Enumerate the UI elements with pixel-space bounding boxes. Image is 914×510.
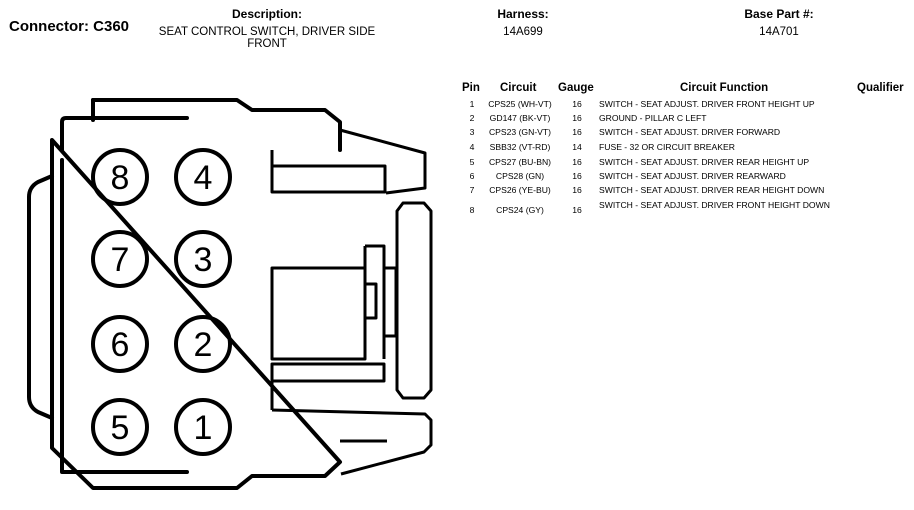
pin-cavity-4 — [174, 148, 232, 206]
harness-label: Harness: — [497, 7, 549, 21]
pin-label-6: 6 — [111, 326, 130, 364]
pin-cavity-2 — [174, 315, 232, 373]
cell-circuit: CPS25 (WH-VT) — [488, 99, 552, 109]
cell-function: GROUND - PILLAR C LEFT — [599, 113, 707, 123]
pin-cavity-1 — [174, 398, 232, 456]
pin-cavity-3 — [174, 230, 232, 288]
cell-circuit: CPS24 (GY) — [496, 205, 544, 215]
cell-pin: 5 — [469, 157, 475, 167]
cell-gauge: 16 — [572, 185, 582, 195]
cell-gauge: 16 — [572, 127, 582, 137]
latch-center-stem — [363, 244, 386, 359]
cell-circuit: CPS26 (YE-BU) — [489, 185, 551, 195]
pin-cavity-7 — [91, 230, 149, 288]
cell-circuit: CPS23 (GN-VT) — [488, 127, 552, 137]
cell-gauge: 16 — [572, 157, 582, 167]
column-header-function: Circuit Function — [680, 82, 769, 94]
column-header-gauge: Gauge — [558, 82, 594, 94]
cell-pin: 7 — [469, 185, 475, 195]
base-part-value: 14A701 — [759, 26, 799, 38]
base-part-label: Base Part #: — [744, 7, 814, 21]
connector-title: Connector: C360 — [9, 18, 130, 35]
pin-cavity-8 — [91, 148, 149, 206]
cell-function: SWITCH - SEAT ADJUST. DRIVER FORWARD — [599, 127, 781, 137]
cell-circuit: CPS28 (GN) — [495, 171, 545, 181]
pin-label-5: 5 — [111, 409, 130, 447]
cell-function: SWITCH - SEAT ADJUST. DRIVER REARWARD — [599, 171, 786, 181]
cell-function: FUSE - 32 OR CIRCUIT BREAKER — [599, 142, 735, 152]
latch-upper-slot — [270, 150, 387, 194]
pin-label-4: 4 — [194, 159, 213, 197]
pin-label-1: 1 — [194, 409, 213, 447]
latch-upper-wing — [339, 128, 427, 195]
housing-inner-wall — [60, 116, 189, 474]
latch-notch-right — [395, 201, 433, 400]
latch-lower-slot — [270, 362, 386, 410]
cell-circuit: GD147 (BK-VT) — [489, 113, 551, 123]
pin-label-2: 2 — [194, 326, 213, 364]
cell-function: SWITCH - SEAT ADJUST. DRIVER FRONT HEIGH… — [599, 200, 830, 210]
cell-circuit: SBB32 (VT-RD) — [489, 142, 551, 152]
cell-pin: 4 — [469, 142, 475, 152]
cell-pin: 8 — [469, 205, 475, 215]
cell-gauge: 14 — [572, 142, 582, 152]
cell-function: SWITCH - SEAT ADJUST. DRIVER FRONT HEIGH… — [599, 99, 815, 109]
pin-cavities — [91, 148, 232, 456]
cell-pin: 3 — [469, 127, 475, 137]
cell-gauge: 16 — [572, 205, 582, 215]
cell-gauge: 16 — [572, 171, 582, 181]
housing-left-bump — [27, 174, 54, 420]
cell-gauge: 16 — [572, 113, 582, 123]
harness-value: 14A699 — [503, 26, 543, 38]
pin-cavity-5 — [91, 398, 149, 456]
cell-pin: 6 — [469, 171, 475, 181]
pin-label-7: 7 — [111, 241, 130, 279]
latch-center-tab — [384, 266, 398, 338]
latch-center-block — [270, 266, 367, 361]
column-header-qualifier: Qualifier — [857, 82, 904, 94]
pin-label-8: 8 — [111, 159, 130, 197]
latch-center-knob — [365, 282, 378, 320]
cell-function: SWITCH - SEAT ADJUST. DRIVER REAR HEIGHT… — [599, 185, 825, 195]
column-header-circuit: Circuit — [500, 82, 537, 94]
cell-pin: 1 — [469, 99, 475, 109]
cell-function: SWITCH - SEAT ADJUST. DRIVER REAR HEIGHT… — [599, 157, 810, 167]
latch-lower-wing — [271, 408, 433, 476]
housing-outline — [50, 98, 342, 490]
pin-cavity-6 — [91, 315, 149, 373]
cell-gauge: 16 — [572, 99, 582, 109]
description-label: Description: — [231, 7, 302, 21]
pin-label-3: 3 — [194, 241, 213, 279]
description-value: SEAT CONTROL SWITCH, DRIVER SIDE FRONT — [158, 26, 376, 50]
column-header-pin: Pin — [462, 82, 480, 94]
cell-circuit: CPS27 (BU-BN) — [488, 157, 552, 167]
cell-pin: 2 — [469, 113, 475, 123]
